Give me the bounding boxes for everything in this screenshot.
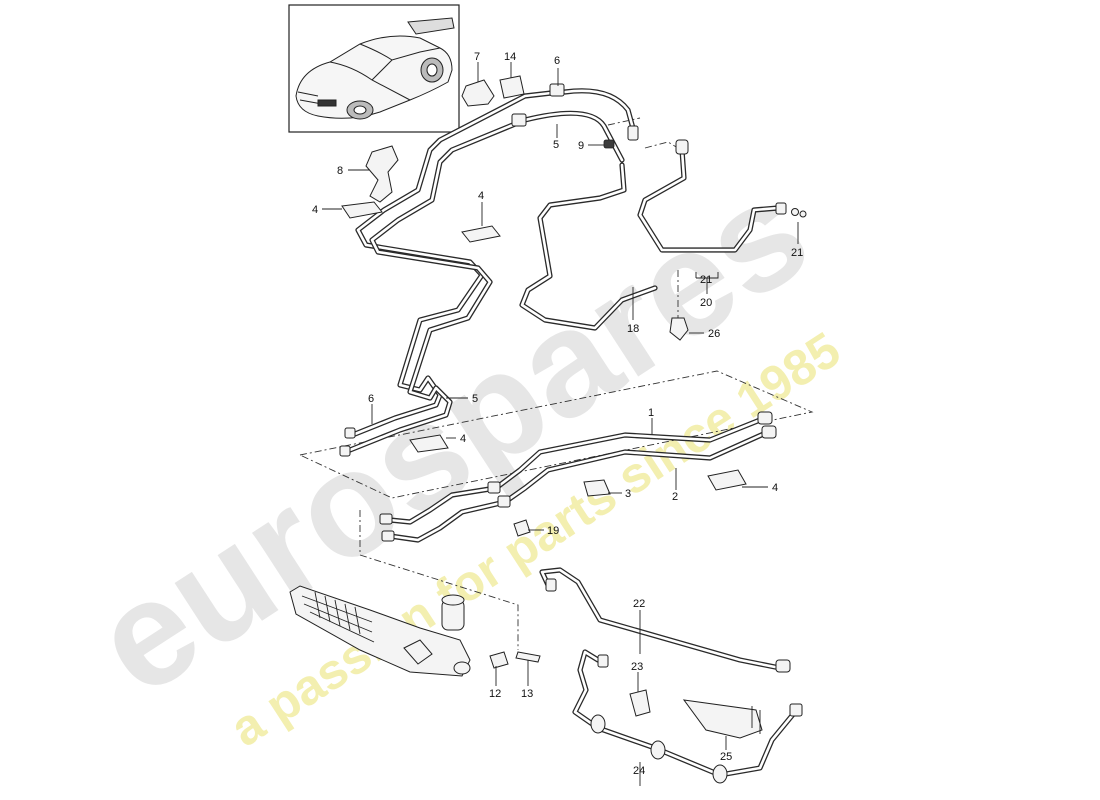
leader-frames [298, 117, 814, 650]
callout-13: 13 [521, 688, 533, 700]
callout-7: 7 [474, 51, 480, 63]
callout-4-mid-right: 4 [772, 482, 778, 494]
callout-22: 22 [633, 598, 645, 610]
callout-24: 24 [633, 765, 645, 777]
callout-5-lower: 5 [472, 393, 478, 405]
callout-25: 25 [720, 751, 732, 763]
callout-18: 18 [627, 323, 639, 335]
callout-26: 26 [708, 328, 720, 340]
callout-21-mid: 21 [700, 274, 712, 286]
callout-23: 23 [631, 661, 643, 673]
callout-5-top: 5 [553, 139, 559, 151]
car-thumbnail [288, 4, 460, 133]
leader-lines [322, 62, 799, 786]
callout-12: 12 [489, 688, 501, 700]
pipe-lines [342, 88, 798, 778]
callout-8: 8 [337, 165, 343, 177]
fittings [339, 75, 807, 784]
callout-labels: 1 2 3 4 4 4 4 5 5 6 6 7 8 9 12 13 14 18 … [312, 51, 803, 777]
callout-4-top-mid: 4 [478, 190, 484, 202]
callout-9: 9 [578, 140, 584, 152]
callout-4-top-left: 4 [312, 204, 318, 216]
callout-19: 19 [547, 525, 559, 537]
callout-1: 1 [648, 407, 654, 419]
callout-3: 3 [625, 488, 631, 500]
callout-6-top: 6 [554, 55, 560, 67]
callout-4-mid-left: 4 [460, 433, 466, 445]
car-thumbnail-icon [295, 17, 455, 120]
callout-20: 20 [700, 297, 712, 309]
callout-14: 14 [504, 51, 516, 63]
callout-2: 2 [672, 491, 678, 503]
steering-rack [289, 585, 471, 677]
callout-21-right: 21 [791, 247, 803, 259]
callout-6-lower: 6 [368, 393, 374, 405]
